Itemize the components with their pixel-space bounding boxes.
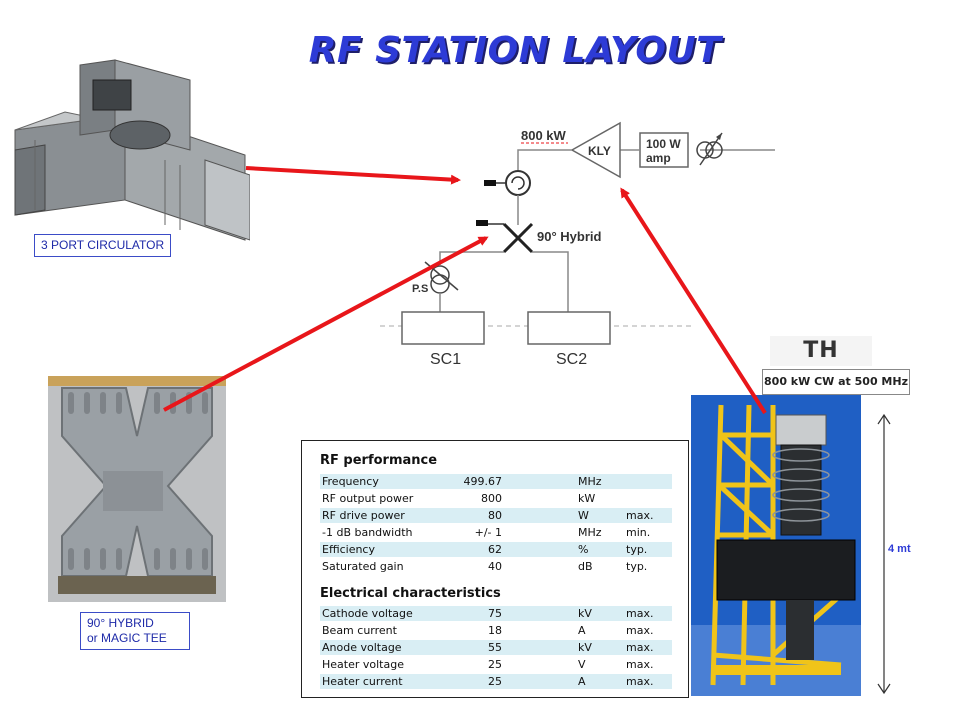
cell-unit: kV [578,641,592,654]
table-row: Saturated gain 40 dB typ. [320,559,672,574]
section-title-rf-performance: RF performance [320,453,438,468]
hybrid-symbol-icon [476,220,534,254]
height-label: 4 mt [888,543,911,555]
cell-value: 18 [488,624,502,637]
cell-unit: A [578,624,586,637]
hybrid-caption: 90° HYBRID or MAGIC TEE [80,612,190,650]
cell-unit: % [578,543,589,556]
height-dimension [877,413,891,695]
hybrid-caption-line2: or MAGIC TEE [87,631,167,645]
circulator-photo [5,40,250,255]
klystron-label: KLY [588,144,611,158]
cell-note: max. [626,675,654,688]
circulator-caption: 3 PORT CIRCULATOR [34,234,172,257]
section-title-electrical: Electrical characteristics [320,586,501,601]
cell-value: 55 [488,641,502,654]
cavity-sc1 [401,311,485,345]
cell-unit: kV [578,607,592,620]
cell-value: 25 [488,675,502,688]
cell-value: 75 [488,607,502,620]
cavity1-label: SC1 [430,351,461,368]
table-row: Cathode voltage 75 kV max. [320,606,672,621]
cell-name: Efficiency [322,543,375,556]
cell-unit: W [578,509,589,522]
cell-name: Beam current [322,624,397,637]
cell-name: Heater voltage [322,658,404,671]
klystron-spec-label: 800 kW CW at 500 MHz [762,369,910,395]
variable-attenuator-icon [696,132,723,166]
cell-name: RF output power [322,492,414,505]
phase-shifter-label: P.S [412,283,428,295]
page-title: RF STATION LAYOUT [308,30,722,71]
cell-note: typ. [626,543,648,556]
cell-name: Heater current [322,675,403,688]
table-row: -1 dB bandwidth +/- 1 MHz min. [320,525,672,540]
hybrid-photo [48,376,226,602]
circulator-symbol-icon [484,170,531,196]
cell-value: 80 [488,509,502,522]
cell-value: 25 [488,658,502,671]
cell-note: max. [626,509,654,522]
cell-unit: kW [578,492,596,505]
table-row: Efficiency 62% typ. [320,542,672,557]
klystron-photo [691,395,861,696]
cell-unit: A [578,675,586,688]
cell-name: -1 dB bandwidth [322,526,413,539]
table-row: RF output power 800 kW [320,491,672,506]
cell-unit: V [578,658,586,671]
klystron-symbol [570,121,621,179]
hybrid-label: 90° Hybrid [537,229,602,244]
cell-note: min. [626,526,651,539]
cell-note: max. [626,607,654,620]
cell-value: 800 [481,492,502,505]
power-label: 800 kW [521,128,567,143]
table-row: Anode voltage 55 kV max. [320,640,672,655]
cell-name: RF drive power [322,509,405,522]
cell-value: +/- 1 [474,526,502,539]
hybrid-caption-line1: 90° HYBRID [87,616,154,630]
cell-unit: MHz [578,526,602,539]
amp-label-line2: amp [646,151,671,165]
cell-name: Frequency [322,475,379,488]
cell-name: Saturated gain [322,560,404,573]
cell-value: 40 [488,560,502,573]
klystron-model-label: TH 2178 [770,336,872,393]
cell-note: max. [626,658,654,671]
cell-value: 499.67 [463,475,503,488]
cell-unit: MHz [578,475,602,488]
amp-label-line1: 100 W [646,137,681,151]
cavity2-label: SC2 [556,351,587,368]
cell-unit: dB [578,560,593,573]
cell-value: 62 [488,543,502,556]
table-row: Frequency 499.67 MHz [320,474,672,489]
cell-note: max. [626,624,654,637]
cell-note: typ. [626,560,648,573]
phase-shifter-icon [424,261,459,294]
cell-name: Anode voltage [322,641,402,654]
cell-name: Cathode voltage [322,607,413,620]
cavity-sc2 [527,311,611,345]
cell-note: max. [626,641,654,654]
